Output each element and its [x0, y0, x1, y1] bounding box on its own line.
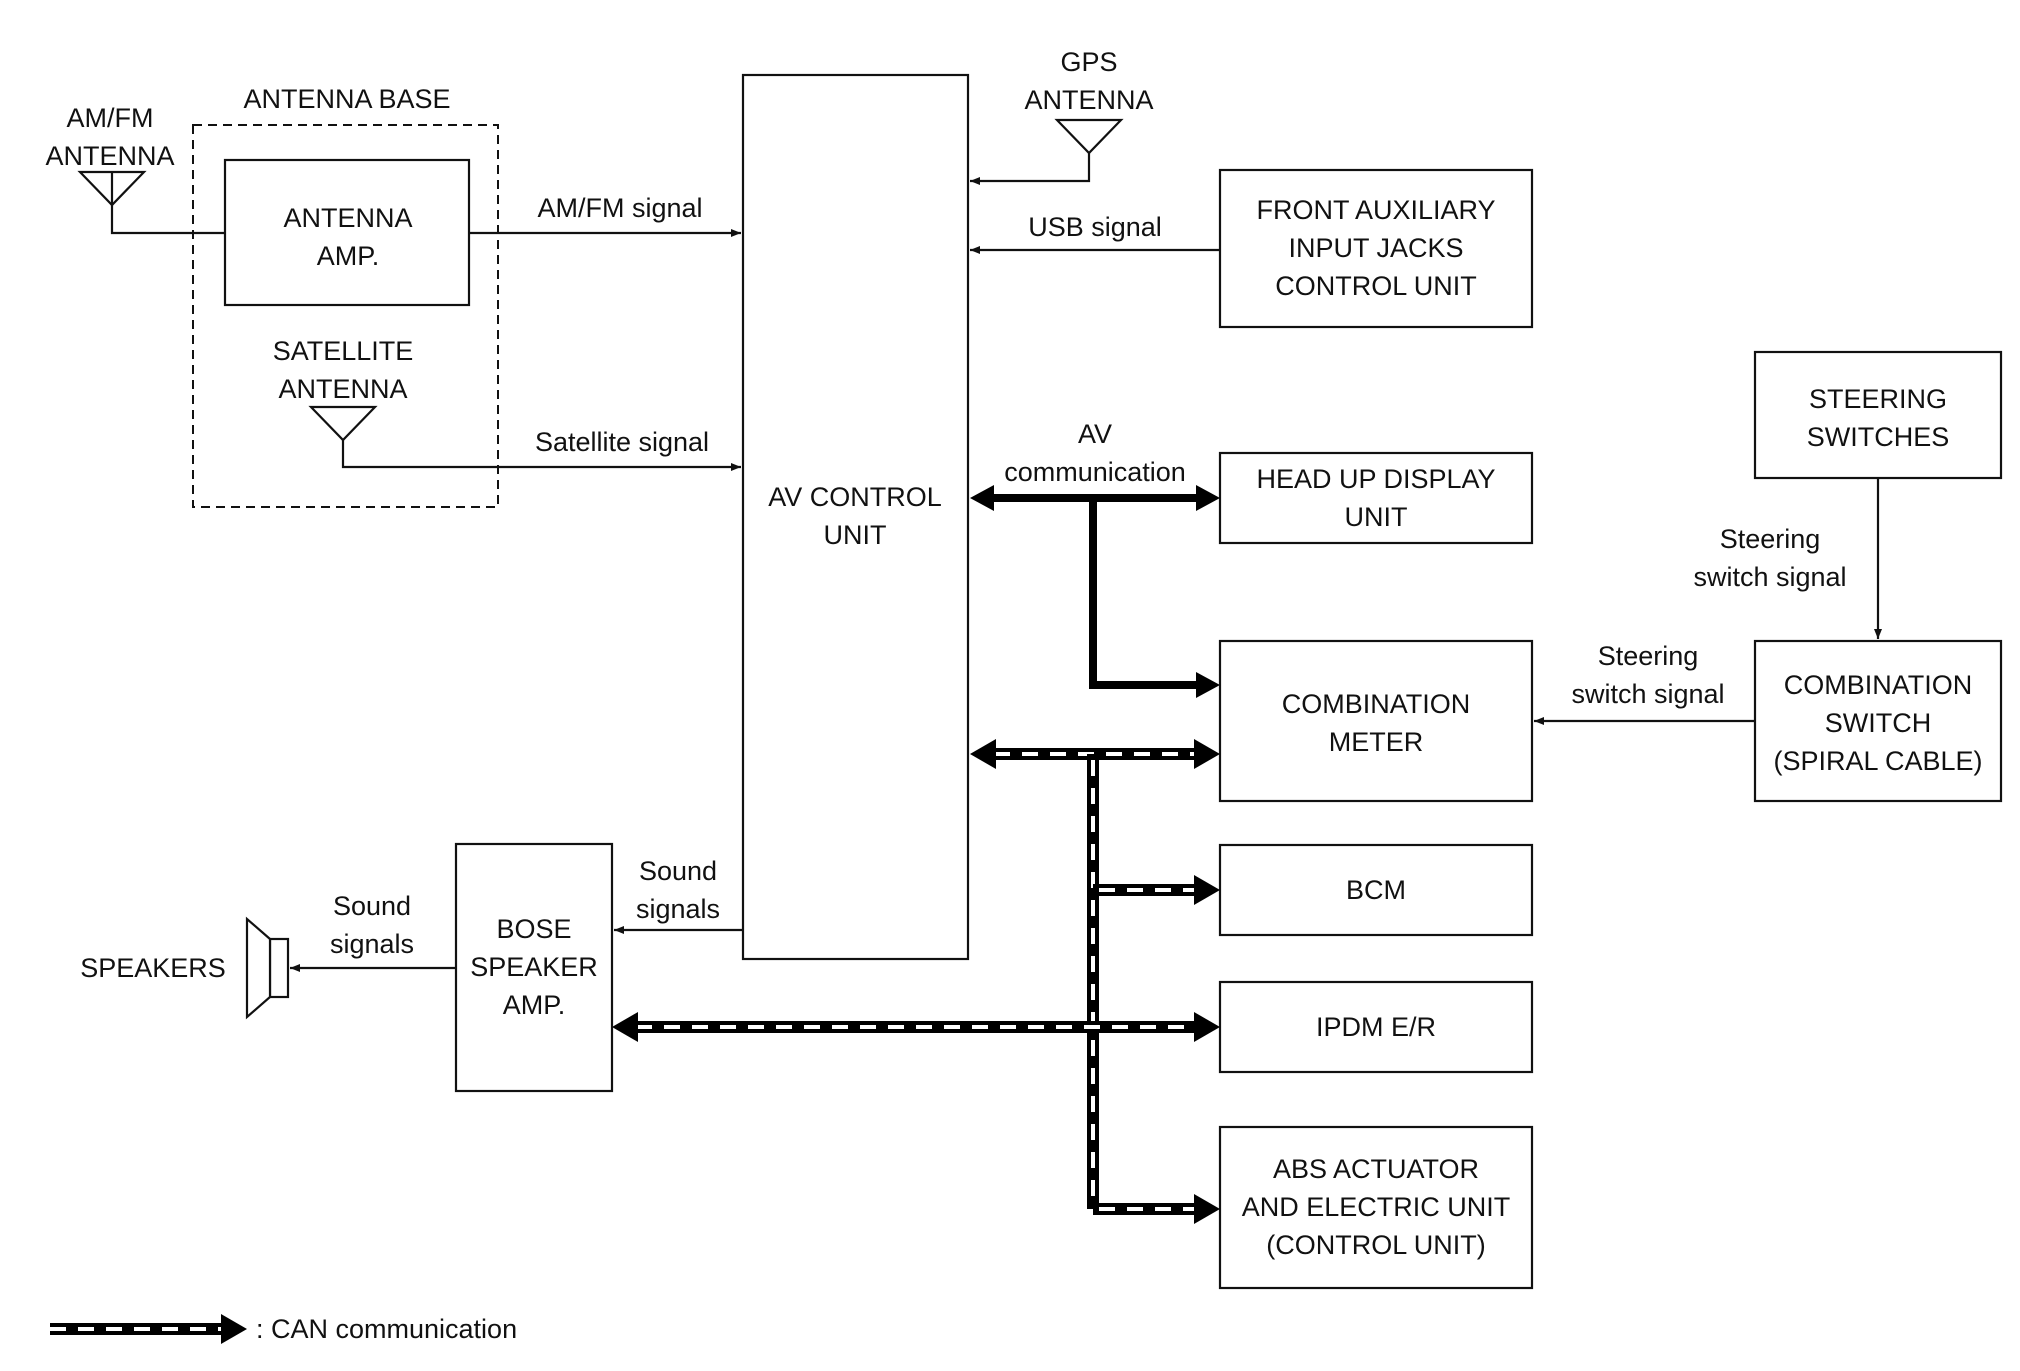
front-auxiliary-box: FRONT AUXILIARY INPUT JACKS CONTROL UNIT: [1218, 168, 1534, 329]
bose-speaker-amp-box: BOSE SPEAKER AMP.: [454, 842, 614, 1093]
front-aux-label-2: INPUT JACKS: [1288, 233, 1463, 263]
can-bus: [612, 739, 1220, 1224]
ipdm-label: IPDM E/R: [1316, 1012, 1436, 1042]
satellite-signal-line: Satellite signal: [341, 427, 741, 471]
steering-switches-label-1: STEERING: [1809, 384, 1947, 414]
bose-amp-label-3: AMP.: [503, 990, 566, 1020]
usb-signal-line: USB signal: [970, 212, 1220, 254]
satellite-signal-label: Satellite signal: [535, 427, 709, 457]
av-control-unit-label-2: UNIT: [824, 520, 887, 550]
antenna-amp-label-1: ANTENNA: [283, 203, 412, 233]
usb-signal-label: USB signal: [1028, 212, 1162, 242]
steering-signal-2-label-1: Steering: [1598, 641, 1699, 671]
combination-switch-label-2: SWITCH: [1825, 708, 1931, 738]
combination-meter-label-1: COMBINATION: [1282, 689, 1471, 719]
bcm-box: BCM: [1218, 843, 1534, 937]
legend-can-swatch: [50, 1314, 247, 1344]
antenna-base-group: ANTENNA BASE: [192, 84, 499, 508]
sound-signal-2-label-2: signals: [330, 929, 414, 959]
front-aux-label-1: FRONT AUXILIARY: [1256, 195, 1495, 225]
am-fm-antenna: AM/FM ANTENNA: [45, 103, 225, 235]
am-fm-signal-label: AM/FM signal: [537, 193, 702, 223]
speakers-label: SPEAKERS: [80, 953, 226, 983]
antenna-base-label: ANTENNA BASE: [243, 84, 450, 114]
abs-label-2: AND ELECTRIC UNIT: [1242, 1192, 1511, 1222]
av-control-unit-label-1: AV CONTROL: [768, 482, 942, 512]
legend-can-label: : CAN communication: [256, 1314, 517, 1344]
steering-switches-label-2: SWITCHES: [1807, 422, 1950, 452]
speakers: SPEAKERS: [80, 916, 290, 1020]
av-comm-label-1: AV: [1078, 419, 1112, 449]
av-communication-line: AV communication: [970, 419, 1220, 698]
am-fm-antenna-label-1: AM/FM: [67, 103, 154, 133]
front-aux-label-3: CONTROL UNIT: [1275, 271, 1477, 301]
hud-label-2: UNIT: [1345, 502, 1408, 532]
am-fm-signal-line: AM/FM signal: [469, 193, 741, 237]
antenna-icon: [308, 405, 378, 442]
combination-meter-box: COMBINATION METER: [1218, 639, 1534, 803]
abs-box: ABS ACTUATOR AND ELECTRIC UNIT (CONTROL …: [1218, 1125, 1534, 1290]
combination-switch-label-3: (SPIRAL CABLE): [1773, 746, 1982, 776]
speaker-icon: [245, 916, 290, 1020]
bcm-label: BCM: [1346, 875, 1406, 905]
av-comm-label-2: communication: [1004, 457, 1186, 487]
sound-signal-2-label-1: Sound: [333, 891, 411, 921]
steering-signal-horizontal: Steering switch signal: [1534, 641, 1755, 725]
sound-signal-line-2: Sound signals: [290, 891, 456, 972]
combination-meter-label-2: METER: [1329, 727, 1424, 757]
head-up-display-box: HEAD UP DISPLAY UNIT: [1218, 451, 1534, 545]
steering-switches-box: STEERING SWITCHES: [1753, 350, 2003, 480]
steering-signal-1-label-1: Steering: [1720, 524, 1821, 554]
combination-switch-label-1: COMBINATION: [1784, 670, 1973, 700]
hud-label-1: HEAD UP DISPLAY: [1256, 464, 1495, 494]
steering-signal-vertical: Steering switch signal: [1693, 478, 1882, 639]
sound-signal-line-1: Sound signals: [614, 856, 743, 934]
abs-label-1: ABS ACTUATOR: [1273, 1154, 1479, 1184]
legend: : CAN communication: [50, 1314, 517, 1344]
antenna-amp-label-2: AMP.: [317, 241, 380, 271]
sound-signal-1-label-2: signals: [636, 894, 720, 924]
av-control-unit-box: AV CONTROL UNIT: [741, 73, 970, 961]
gps-antenna-label-1: GPS: [1060, 47, 1117, 77]
bose-amp-label-2: SPEAKER: [470, 952, 598, 982]
satellite-antenna-label-1: SATELLITE: [273, 336, 414, 366]
antenna-amp-box: ANTENNA AMP.: [223, 158, 471, 307]
steering-signal-2-label-2: switch signal: [1571, 679, 1724, 709]
gps-antenna-label-2: ANTENNA: [1024, 85, 1153, 115]
sound-signal-1-label-1: Sound: [639, 856, 717, 886]
antenna-icon: [1054, 118, 1124, 155]
steering-signal-1-label-2: switch signal: [1693, 562, 1846, 592]
gps-antenna: GPS ANTENNA: [970, 47, 1154, 185]
satellite-antenna-label-2: ANTENNA: [278, 374, 407, 404]
combination-switch-box: COMBINATION SWITCH (SPIRAL CABLE): [1753, 639, 2003, 803]
ipdm-box: IPDM E/R: [1218, 980, 1534, 1074]
am-fm-antenna-label-2: ANTENNA: [45, 141, 174, 171]
bose-amp-label-1: BOSE: [496, 914, 571, 944]
abs-label-3: (CONTROL UNIT): [1266, 1230, 1485, 1260]
satellite-antenna: SATELLITE ANTENNA: [273, 336, 414, 442]
